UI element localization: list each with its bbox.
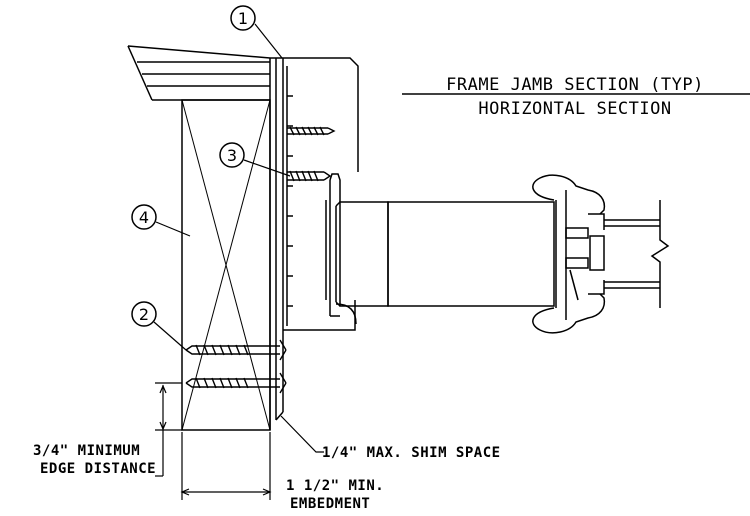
fastener-screws bbox=[185, 126, 336, 394]
svg-text:2: 2 bbox=[139, 305, 149, 324]
shim-strip bbox=[269, 57, 284, 430]
edge-distance-label-line1: 3/4" MINIMUM bbox=[33, 443, 140, 459]
callout-1: 1 bbox=[230, 5, 283, 59]
title-line-1: FRAME JAMB SECTION (TYP) bbox=[446, 75, 704, 95]
shim-space-label: 1/4" MAX. SHIM SPACE bbox=[322, 445, 501, 461]
callout-2: 2 bbox=[131, 301, 187, 351]
frame-screw-upper bbox=[287, 126, 336, 136]
svg-text:4: 4 bbox=[139, 208, 149, 227]
svg-text:3: 3 bbox=[227, 146, 237, 165]
embedment-label-line2: EMBEDMENT bbox=[290, 496, 370, 512]
wall-layers bbox=[127, 45, 271, 101]
shim-space-leader bbox=[280, 415, 324, 453]
embedment-dimension bbox=[180, 432, 272, 500]
vent-rail bbox=[335, 201, 555, 307]
anchor-screw-1 bbox=[185, 339, 287, 361]
embedment-label-line1: 1 1/2" MIN. bbox=[286, 478, 384, 494]
drawing-title: FRAME JAMB SECTION (TYP) HORIZONTAL SECT… bbox=[402, 75, 750, 119]
frame-screw-lower bbox=[287, 170, 332, 182]
anchor-screw-2 bbox=[185, 372, 287, 394]
glass-panes bbox=[604, 200, 670, 308]
callout-4: 4 bbox=[131, 204, 191, 237]
frame-profile bbox=[283, 57, 359, 331]
edge-distance-label-line2: EDGE DISTANCE bbox=[40, 461, 156, 477]
edge-distance-dimension bbox=[155, 382, 182, 477]
svg-text:1: 1 bbox=[238, 9, 248, 28]
title-line-2: HORIZONTAL SECTION bbox=[478, 99, 671, 119]
callout-3: 3 bbox=[219, 142, 291, 177]
sash-profile bbox=[532, 174, 606, 334]
